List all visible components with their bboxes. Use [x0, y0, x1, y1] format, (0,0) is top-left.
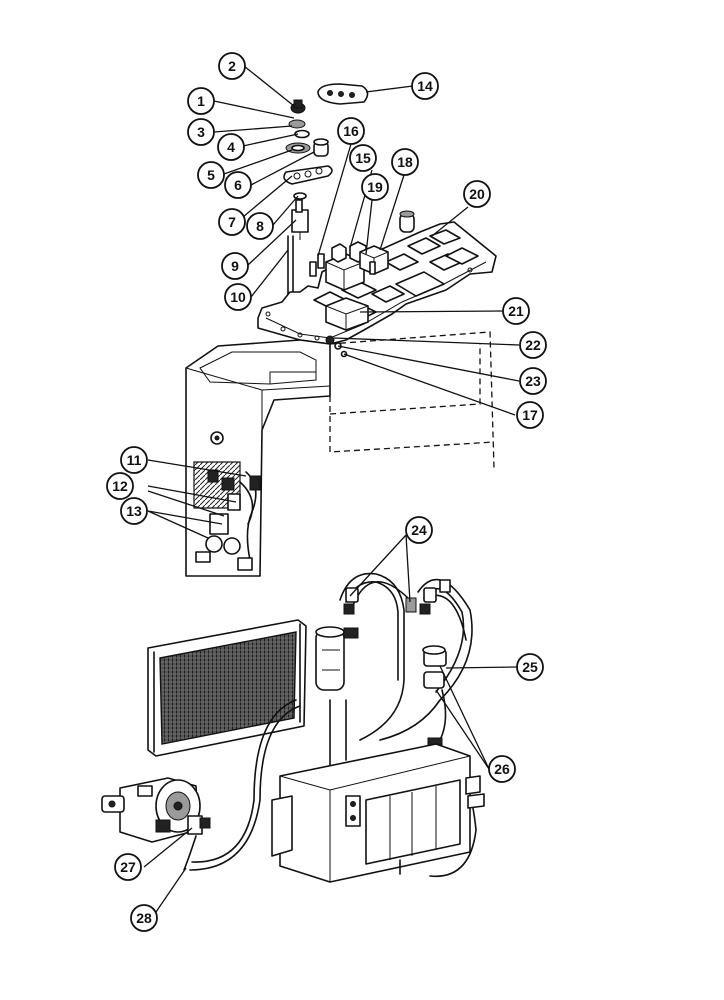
svg-text:18: 18	[397, 154, 413, 170]
mounting-bracket	[283, 165, 333, 185]
svg-text:27: 27	[120, 859, 136, 875]
callout-4: 4	[217, 133, 245, 161]
callout-15: 15	[349, 144, 377, 172]
svg-text:20: 20	[469, 186, 485, 202]
callout-1: 1	[187, 87, 215, 115]
callout-2: 2	[218, 52, 246, 80]
svg-text:12: 12	[112, 478, 128, 494]
svg-text:17: 17	[522, 407, 538, 423]
callout-21: 21	[502, 297, 530, 325]
panel-fuses	[309, 253, 376, 277]
svg-text:19: 19	[367, 179, 383, 195]
callout-28: 28	[130, 904, 158, 932]
svg-text:5: 5	[207, 167, 215, 183]
callout-25: 25	[516, 653, 544, 681]
callout-12: 12	[106, 472, 134, 500]
svg-text:7: 7	[228, 214, 236, 230]
callout-6: 6	[224, 171, 252, 199]
wiring-connector-cluster	[193, 461, 261, 571]
callout-26: 26	[488, 755, 516, 783]
callout-3: 3	[187, 118, 215, 146]
svg-text:25: 25	[522, 659, 538, 675]
cover-plate	[317, 83, 369, 105]
svg-text:11: 11	[127, 452, 142, 468]
callout-19: 19	[361, 173, 389, 201]
control-panel-holes	[265, 267, 473, 341]
callout-16: 16	[337, 117, 365, 145]
svg-text:1: 1	[197, 93, 205, 109]
callout-9: 9	[221, 252, 249, 280]
callout-23: 23	[519, 367, 547, 395]
svg-text:4: 4	[227, 139, 235, 155]
callout-11: 11	[120, 446, 148, 474]
svg-text:22: 22	[525, 337, 541, 353]
callout-17: 17	[516, 401, 544, 429]
callout-13: 13	[120, 497, 148, 525]
callout-22: 22	[519, 331, 547, 359]
svg-text:9: 9	[231, 258, 239, 274]
svg-text:6: 6	[234, 177, 242, 193]
switch-shaft-rod	[287, 235, 294, 301]
knob-20-front	[399, 210, 415, 233]
compressor-harness-connector	[183, 815, 211, 871]
callout-27: 27	[114, 853, 142, 881]
svg-text:14: 14	[417, 78, 433, 94]
callout-8: 8	[246, 212, 274, 240]
condenser-core	[147, 619, 307, 757]
svg-text:3: 3	[197, 124, 205, 140]
svg-text:2: 2	[228, 58, 236, 74]
svg-text:15: 15	[355, 150, 371, 166]
callout-18: 18	[391, 148, 419, 176]
callout-20: 20	[463, 180, 491, 208]
svg-text:26: 26	[494, 761, 510, 777]
svg-text:21: 21	[508, 303, 524, 319]
svg-text:10: 10	[230, 289, 246, 305]
switch-hardware-stack	[285, 99, 329, 157]
receiver-drier	[315, 626, 345, 691]
svg-text:24: 24	[411, 522, 427, 538]
svg-text:16: 16	[343, 123, 359, 139]
ac-compressor	[101, 777, 201, 843]
relay-block-19	[359, 245, 389, 275]
svg-text:23: 23	[525, 373, 541, 389]
callout-7: 7	[218, 208, 246, 236]
fuse-block-21	[325, 297, 369, 331]
hose-fittings-25	[422, 645, 447, 689]
leader-lines	[143, 65, 520, 913]
callout-14: 14	[411, 72, 439, 100]
svg-text:28: 28	[136, 910, 152, 926]
rotary-switch-body	[291, 199, 309, 240]
callout-5: 5	[197, 161, 225, 189]
callout-24: 24	[405, 516, 433, 544]
evaporator-heater-unit	[271, 743, 485, 883]
svg-text:13: 13	[126, 503, 142, 519]
callout-10: 10	[224, 283, 252, 311]
svg-text:8: 8	[256, 218, 264, 234]
